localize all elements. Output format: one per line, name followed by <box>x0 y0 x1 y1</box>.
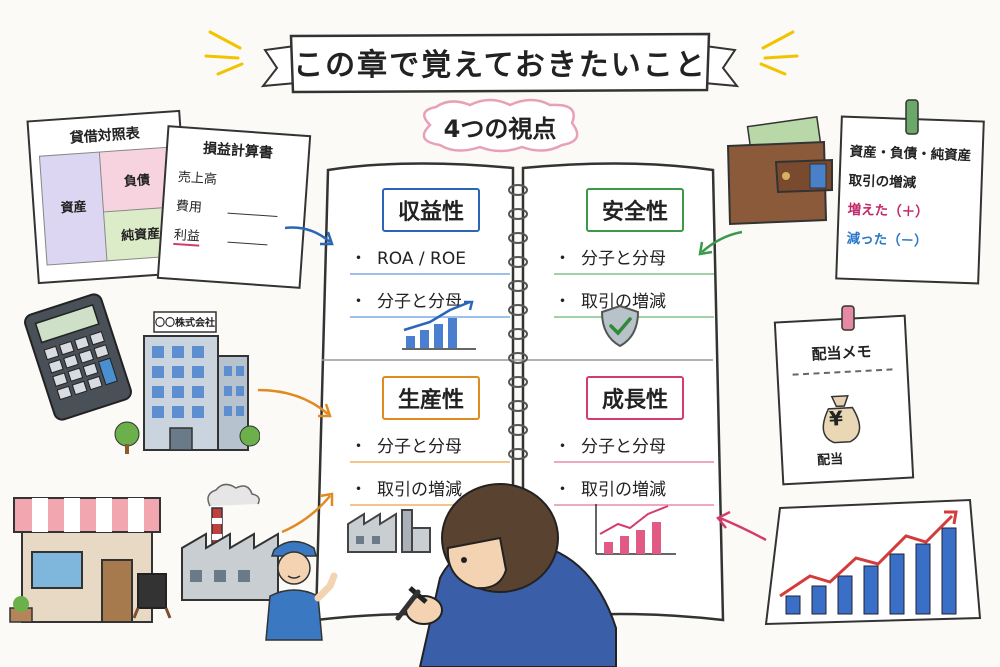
income-statement-title: 損益計算書 <box>202 140 274 162</box>
safety-section: 安全性 ・分子と分母 ・取引の増減 <box>540 188 730 318</box>
tree-icon <box>114 421 140 454</box>
rising-chart-paper-icon <box>764 498 982 626</box>
profit-growth-chart-icon <box>402 300 476 350</box>
worker-icon <box>265 540 338 641</box>
four-viewpoints-badge: 4つの視点 <box>410 97 590 153</box>
note-line: 資産・負債・純資産 <box>849 143 972 165</box>
balance-sheet-title: 貸借対照表 <box>69 125 141 147</box>
profitability-item: ・ROA / ROE <box>350 244 510 275</box>
productivity-item: ・取引の増減 <box>350 475 510 506</box>
growth-item: ・分子と分母 <box>554 432 714 463</box>
money-bag-icon <box>822 394 861 444</box>
sparkle-left-icon <box>204 30 244 76</box>
assets-block: 資産 <box>38 151 109 266</box>
income-row: 費用 <box>175 195 304 223</box>
factory-small-icon <box>347 509 431 553</box>
wallet-icon <box>726 116 833 226</box>
badge-label: 4つの視点 <box>443 115 557 143</box>
dividend-memo-title: 配当メモ <box>811 342 872 364</box>
company-sign: 〇〇株式会社 <box>155 318 215 329</box>
productivity-title: 生産性 <box>381 376 480 420</box>
building-icon <box>143 311 261 451</box>
growth-title: 成長性 <box>585 376 684 420</box>
productivity-section: 生産性 ・分子と分母 ・取引の増減 <box>336 376 526 506</box>
banner-ribbon <box>260 32 740 94</box>
chapter-title: この章で覚えておきたいこと <box>293 48 707 83</box>
dividend-memo: 配当メモ ¥ 配当 <box>773 314 915 486</box>
note-line: 取引の増減 <box>848 172 917 192</box>
company-building: 〇〇株式会社 <box>140 300 261 455</box>
profitability-title: 収益性 <box>381 188 480 232</box>
calculator-icon <box>24 293 132 421</box>
income-statement-paper: 損益計算書 売上高 費用 利益 <box>156 125 312 289</box>
note-decrease: 減った（－） <box>846 230 928 250</box>
yen-symbol: ¥ <box>828 406 844 431</box>
profitability-item: ・分子と分母 <box>350 287 510 318</box>
pin-icon <box>841 305 855 331</box>
cloud-shape <box>422 98 579 153</box>
profitability-section: 収益性 ・ROA / ROE ・分子と分母 <box>336 188 526 318</box>
income-row: 利益 <box>173 224 302 252</box>
productivity-item: ・分子と分母 <box>350 432 510 463</box>
note-increase: 増えた（＋） <box>847 201 929 221</box>
dividend-label: 配当 <box>816 452 844 469</box>
shield-check-icon <box>600 304 640 348</box>
growth-chart-icon <box>595 504 676 555</box>
safety-title: 安全性 <box>585 188 684 232</box>
income-row: 売上高 <box>177 170 218 188</box>
transactions-note: 資産・負債・純資産 取引の増減 増えた（＋） 減った（－） <box>835 115 985 285</box>
safety-item: ・分子と分母 <box>554 244 714 275</box>
growth-item: ・取引の増減 <box>554 475 714 506</box>
paper-clip-icon <box>905 99 919 135</box>
student-icon <box>405 483 617 667</box>
growth-section: 成長性 ・分子と分母 ・取引の増減 <box>540 376 730 506</box>
title-banner: この章で覚えておきたいこと <box>255 26 745 100</box>
sparkle-right-icon <box>759 30 799 76</box>
menu-board-icon <box>132 573 172 619</box>
pen-icon <box>395 589 421 621</box>
